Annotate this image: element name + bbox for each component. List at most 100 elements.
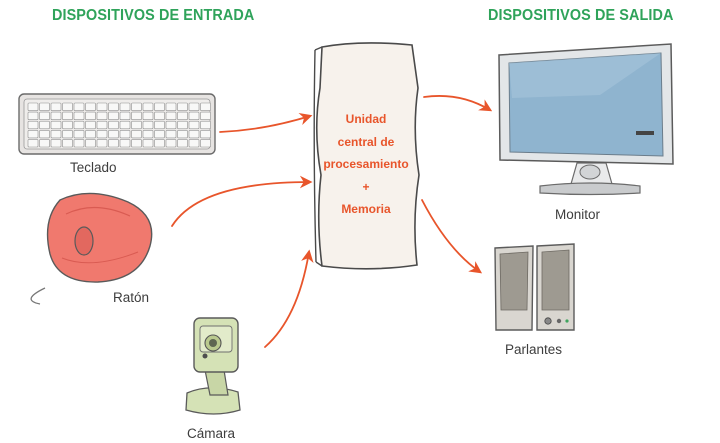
keyboard-key <box>142 130 154 139</box>
arrow-cpu-to-monitor <box>423 95 493 112</box>
keyboard-key <box>154 139 165 148</box>
keyboard-key <box>142 102 154 111</box>
keyboard-key <box>96 111 108 120</box>
cpu-label-line5: Memoria <box>341 202 391 216</box>
keyboard-key <box>142 120 154 130</box>
keyboard-key <box>200 111 211 120</box>
keyboard-key <box>142 111 154 120</box>
keyboard-key <box>39 120 50 130</box>
cpu-label-line2: central de <box>337 134 395 149</box>
keyboard-key <box>131 111 142 120</box>
keyboard-key <box>27 111 39 120</box>
arrow-camera-to-cpu <box>264 249 314 348</box>
arrow-cpu-to-speakers <box>421 199 483 274</box>
arrow-mouse-to-cpu <box>171 175 313 227</box>
keyboard-key <box>73 139 85 148</box>
keyboard-key <box>85 111 96 120</box>
keyboard-key <box>73 120 85 130</box>
keyboard-key <box>73 111 85 120</box>
speakers-icon <box>494 243 575 331</box>
keyboard-key <box>131 120 142 130</box>
keyboard-key <box>188 130 200 139</box>
input-devices-heading: DISPOSITIVOS DE ENTRADA <box>52 7 255 24</box>
keyboard-key <box>119 139 131 148</box>
keyboard-key <box>39 130 50 139</box>
keyboard-key <box>50 130 62 139</box>
keyboard-key <box>108 130 119 139</box>
keyboard-key <box>165 120 177 130</box>
keyboard-key <box>96 120 108 130</box>
arrow-keyboard-to-cpu <box>219 112 313 133</box>
keyboard-key <box>108 102 119 111</box>
keyboard-key <box>85 102 96 111</box>
keyboard-key <box>131 102 142 111</box>
keyboard-key <box>188 111 200 120</box>
keyboard-key <box>154 120 165 130</box>
keyboard-key <box>200 102 211 111</box>
keyboard-key <box>62 102 73 111</box>
keyboard-key <box>50 139 62 148</box>
keyboard-key <box>85 130 96 139</box>
keyboard-key <box>154 111 165 120</box>
keyboard-key <box>188 120 200 130</box>
keyboard-key <box>62 111 73 120</box>
keyboard-key <box>73 130 85 139</box>
keyboard-key <box>85 120 96 130</box>
flow-arrows <box>171 95 493 348</box>
keyboard-key <box>119 120 131 130</box>
keyboard-key <box>200 120 211 130</box>
keyboard-key <box>119 111 131 120</box>
keyboard-key <box>50 102 62 111</box>
keyboard-key <box>108 139 119 148</box>
monitor-icon <box>498 43 674 196</box>
cpu-label: Unidad central de procesamiento + Memori… <box>318 108 414 221</box>
keyboard-key <box>50 111 62 120</box>
keyboard-key <box>108 111 119 120</box>
keyboard-key <box>27 130 39 139</box>
cpu-label-line1: Unidad <box>345 112 387 126</box>
keyboard-key <box>27 102 39 111</box>
keyboard-key <box>119 130 131 139</box>
keyboard-key <box>39 102 50 111</box>
keyboard-key <box>96 139 108 148</box>
cpu-tower <box>313 42 420 270</box>
keyboard-key <box>200 139 211 148</box>
cpu-label-line4: + <box>362 179 370 194</box>
keyboard-key <box>177 120 188 130</box>
output-devices-heading: DISPOSITIVOS DE SALIDA <box>488 7 674 24</box>
keyboard-key <box>177 102 188 111</box>
keyboard-key <box>96 102 108 111</box>
keyboard-key <box>165 111 177 120</box>
keyboard-key <box>62 139 73 148</box>
keyboard-key <box>62 120 73 130</box>
keyboard-key <box>165 130 177 139</box>
keyboard-key <box>200 130 211 139</box>
keyboard-key <box>27 139 39 148</box>
keyboard-icon <box>18 93 216 155</box>
cpu-label-line3: procesamiento <box>323 157 409 171</box>
keyboard-key <box>165 139 177 148</box>
keyboard-key <box>177 111 188 120</box>
keyboard-key <box>177 130 188 139</box>
camera-label: Cámara <box>187 426 236 441</box>
keyboard-key <box>73 102 85 111</box>
keyboard-key <box>154 102 165 111</box>
keyboard-key <box>50 120 62 130</box>
keyboard-label: Teclado <box>70 160 117 175</box>
speakers-label: Parlantes <box>505 342 563 357</box>
camera-icon <box>185 317 241 415</box>
keyboard-key <box>27 120 39 130</box>
keyboard-key <box>39 139 50 148</box>
mouse-label: Ratón <box>113 290 150 305</box>
keyboard-key <box>177 139 188 148</box>
monitor-label: Monitor <box>555 207 601 222</box>
keyboard-key <box>39 111 50 120</box>
keyboard-key <box>85 139 96 148</box>
keyboard-key <box>142 139 154 148</box>
keyboard-key <box>62 130 73 139</box>
keyboard-key <box>96 130 108 139</box>
keyboard-key <box>108 120 119 130</box>
keyboard-key <box>131 139 142 148</box>
mouse-icon <box>30 192 153 305</box>
